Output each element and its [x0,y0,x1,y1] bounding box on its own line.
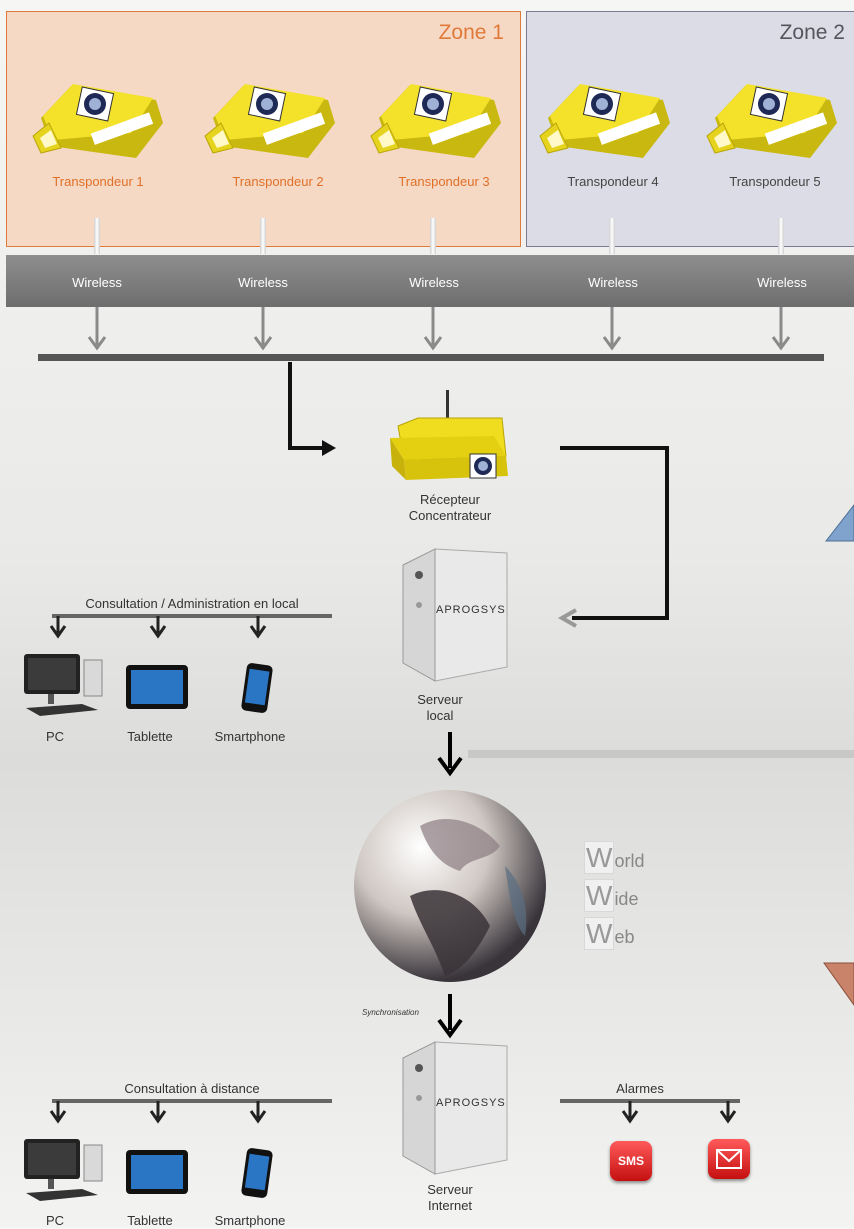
internet-server-label-line1: Serveur [427,1182,473,1197]
remote-access-title: Consultation à distance [124,1081,260,1096]
local-smartphone-label: Smartphone [214,729,286,744]
www-w2: W [584,879,615,912]
sync-label: Synchronisation [362,1008,419,1017]
local-pc-label: PC [45,729,65,744]
wireless-band [6,255,854,307]
smartphone-icon [241,663,273,713]
pc-icon [24,1139,103,1201]
receiver-label-line1: Récepteur [420,492,480,507]
remote-smartphone-label: Smartphone [214,1213,286,1228]
alarms-title: Alarmes [616,1081,664,1096]
link-post [430,218,436,254]
pc-icon [24,654,103,716]
remote-tablet-label: Tablette [127,1213,173,1228]
wireless-label-1: Wireless [72,275,122,290]
receiver-label: Récepteur Concentrateur [380,492,520,524]
www-r1: orld [614,851,645,871]
internet-server-brand: APROGSYS [436,1097,506,1109]
transponder-4-label: Transpondeur 4 [567,174,659,189]
local-server-label-line2: local [426,708,454,723]
tablet-icon [126,1150,188,1194]
local-server-label: Serveur local [380,692,500,724]
www-r3: eb [614,927,635,947]
receiver-label-line2: Concentrateur [408,508,492,523]
local-server-brand: APROGSYS [436,604,506,616]
wireless-label-2: Wireless [238,275,288,290]
wireless-label-5: Wireless [757,275,807,290]
www-w1: W [584,841,615,874]
wireless-label-3: Wireless [409,275,459,290]
smartphone-icon [241,1148,273,1198]
local-access-title: Consultation / Administration en local [85,596,299,611]
local-server-label-line1: Serveur [417,692,463,707]
transponder-5-label: Transpondeur 5 [729,174,821,189]
link-post [778,218,784,254]
globe-icon [354,790,546,982]
local-server [402,548,508,682]
tablet-icon [126,665,188,709]
transponder-3-label: Transpondeur 3 [398,174,490,189]
zone-2-title: Zone 2 [779,21,845,44]
internet-server-label: Serveur Internet [390,1182,510,1214]
internet-server-label-line2: Internet [427,1198,473,1213]
zone-1-title: Zone 1 [438,21,504,44]
remote-pc-label: PC [45,1213,65,1228]
link-post [609,218,615,254]
transponder-2-label: Transpondeur 2 [232,174,324,189]
internet-server [402,1041,508,1175]
local-tablet-label: Tablette [127,729,173,744]
transponder-1-label: Transpondeur 1 [52,174,144,189]
www-w3: W [584,917,615,950]
receiver-device [390,390,508,480]
link-post [94,218,100,254]
www-r2: ide [614,889,639,909]
wireless-label-4: Wireless [588,275,638,290]
email-icon [708,1139,750,1179]
link-post [260,218,266,254]
sms-icon: SMS [610,1141,652,1181]
